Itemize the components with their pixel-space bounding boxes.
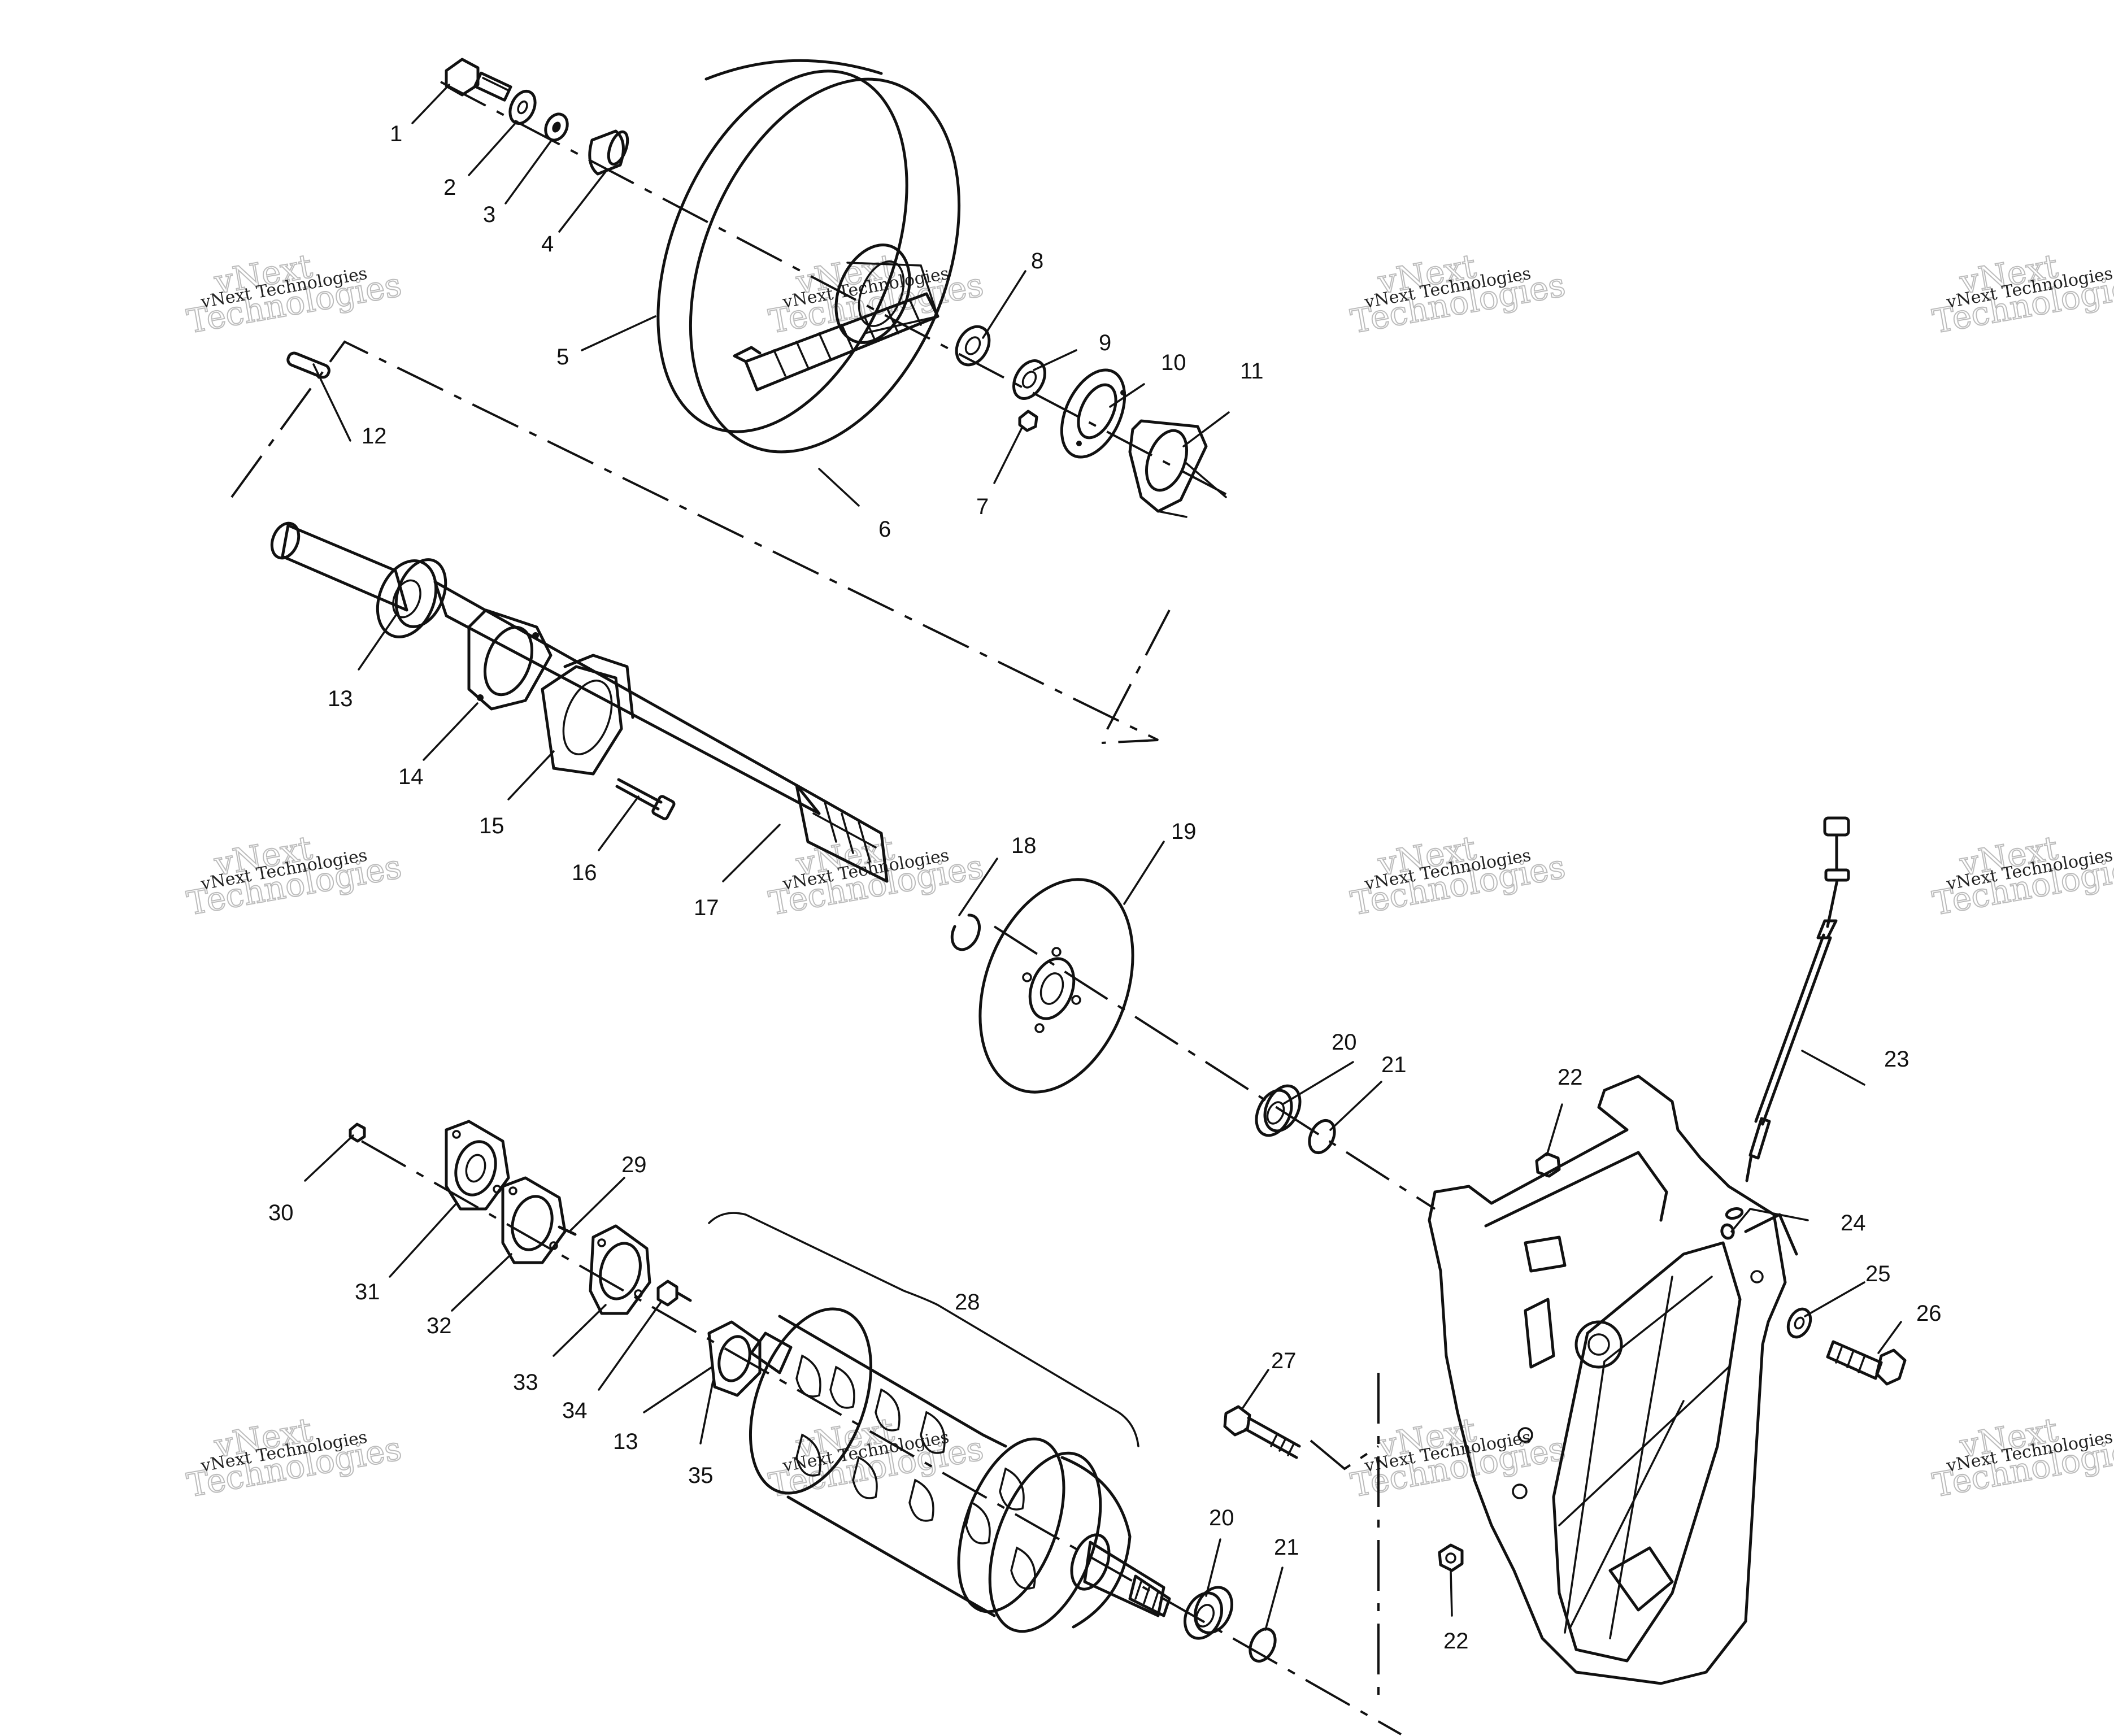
driven-axis-centerline xyxy=(440,81,1232,498)
watermark: vNext Technologies vNext Technologies xyxy=(765,1410,987,1506)
callout-20-lower: 20 xyxy=(1209,1506,1234,1530)
part-18-snap-ring xyxy=(950,913,981,951)
callout-1: 1 xyxy=(390,121,402,146)
part-4-spacer xyxy=(588,129,629,176)
callout-13-lower: 13 xyxy=(613,1429,638,1454)
callout-28: 28 xyxy=(955,1290,980,1315)
callout-17: 17 xyxy=(694,895,719,920)
callout-30: 30 xyxy=(268,1200,294,1225)
callout-14: 14 xyxy=(398,764,424,789)
part-7-nut xyxy=(1018,410,1038,432)
callout-12: 12 xyxy=(362,424,387,449)
callout-33: 33 xyxy=(513,1370,538,1395)
callout-24: 24 xyxy=(1841,1211,1866,1235)
part-14-flange xyxy=(467,608,553,711)
watermark: vNext Technologies vNext Technologies xyxy=(1929,246,2114,342)
part-8-washer xyxy=(955,325,991,367)
callout-21-lower: 21 xyxy=(1274,1535,1299,1560)
part-1-bolt xyxy=(445,58,512,102)
callout-20-upper: 20 xyxy=(1332,1030,1357,1055)
watermark: vNext Technologies vNext Technologies xyxy=(1347,828,1569,924)
part-21-o-ring-lower xyxy=(1249,1628,1277,1663)
callout-3: 3 xyxy=(483,202,495,227)
lower-axis-centerline xyxy=(361,1140,1402,1735)
part-22-nut-lower xyxy=(1438,1543,1464,1572)
part-12-key xyxy=(286,351,330,379)
part-28-drive-shaft-assembly xyxy=(749,1307,1171,1633)
part-28-brace xyxy=(708,1212,1139,1447)
part-26-bolt xyxy=(1826,1340,1907,1386)
callout-2: 2 xyxy=(443,175,456,200)
callout-16: 16 xyxy=(572,860,597,885)
callout-23: 23 xyxy=(1884,1047,1909,1072)
watermark: vNext Technologies vNext Technologies xyxy=(184,828,405,924)
leader-lines xyxy=(304,84,1902,1631)
callout-8: 8 xyxy=(1031,249,1043,273)
part-35-flange xyxy=(707,1320,762,1397)
callout-15: 15 xyxy=(479,813,504,838)
bolt-connector-line xyxy=(1310,1439,1380,1470)
part-25-washer xyxy=(1786,1307,1812,1339)
callout-10: 10 xyxy=(1161,350,1186,375)
watermark: vNext Technologies vNext Technologies xyxy=(184,246,405,342)
part-23-dipstick xyxy=(1745,816,1850,1182)
callout-31: 31 xyxy=(355,1280,380,1304)
part-27-bolt xyxy=(1223,1405,1301,1459)
part-17-jackshaft xyxy=(270,521,889,883)
callout-22-lower: 22 xyxy=(1443,1629,1469,1654)
watermark: vNext Technologies vNext Technologies xyxy=(765,246,987,342)
callout-19: 19 xyxy=(1171,819,1197,844)
upper-assembly-bracket-return xyxy=(1101,610,1171,741)
shaft-axis-centerline xyxy=(993,925,1436,1210)
assembly-lines xyxy=(230,81,1436,1735)
chaincase-housing xyxy=(1428,1074,1798,1685)
callout-7: 7 xyxy=(976,494,989,519)
callout-6: 6 xyxy=(878,517,891,542)
part-19-brake-disc xyxy=(978,878,1134,1094)
part-10-bearing-plate xyxy=(1060,368,1126,459)
callout-27: 27 xyxy=(1271,1348,1297,1373)
part-34-bolt xyxy=(656,1280,692,1307)
part-32-gasket xyxy=(501,1176,567,1264)
watermark: vNext Technologies vNext Technologies xyxy=(765,828,987,924)
part-24-o-rings xyxy=(1720,1207,1744,1240)
watermark: vNext Technologies vNext Technologies xyxy=(184,1410,405,1506)
part-2-washer xyxy=(508,90,537,125)
callout-13-upper: 13 xyxy=(328,686,353,711)
callout-22-upper: 22 xyxy=(1558,1065,1583,1090)
callout-11: 11 xyxy=(1240,359,1264,384)
callout-18: 18 xyxy=(1011,833,1037,858)
part-33-bearing-flange xyxy=(589,1224,651,1315)
callout-35: 35 xyxy=(688,1463,714,1488)
watermark: vNext Technologies vNext Technologies xyxy=(1929,1410,2114,1506)
callout-9: 9 xyxy=(1099,330,1111,355)
callout-5: 5 xyxy=(556,345,569,369)
part-29-pin xyxy=(558,1225,577,1236)
part-9-washer xyxy=(1012,359,1046,400)
part-3-washer xyxy=(544,112,569,142)
callout-32: 32 xyxy=(427,1313,452,1338)
callout-34: 34 xyxy=(562,1398,588,1423)
callout-4: 4 xyxy=(541,232,554,256)
part-15-sprocket-hub xyxy=(541,654,634,776)
upper-assembly-bracket-line xyxy=(230,340,1159,744)
watermark: vNext Technologies vNext Technologies xyxy=(1347,246,1569,342)
callout-25: 25 xyxy=(1865,1261,1891,1286)
part-11-flange xyxy=(1128,419,1227,518)
part-30-nut xyxy=(349,1122,366,1143)
watermark: vNext Technologies vNext Technologies xyxy=(1929,828,2114,924)
callout-labels: 1 2 3 4 5 6 7 8 9 10 11 12 13 14 15 16 1… xyxy=(268,121,1942,1654)
part-20-bearing-lower xyxy=(1184,1586,1233,1640)
callout-29: 29 xyxy=(621,1152,647,1177)
part-31-flange xyxy=(445,1120,510,1211)
part-21-o-ring-upper xyxy=(1308,1119,1336,1154)
watermark: vNext Technologies vNext Technologies xyxy=(1347,1410,1569,1506)
callout-21-upper: 21 xyxy=(1381,1052,1407,1077)
callout-26: 26 xyxy=(1916,1301,1942,1326)
part-6-drive-chain xyxy=(733,292,939,391)
part-20-bearing-upper xyxy=(1255,1084,1302,1137)
